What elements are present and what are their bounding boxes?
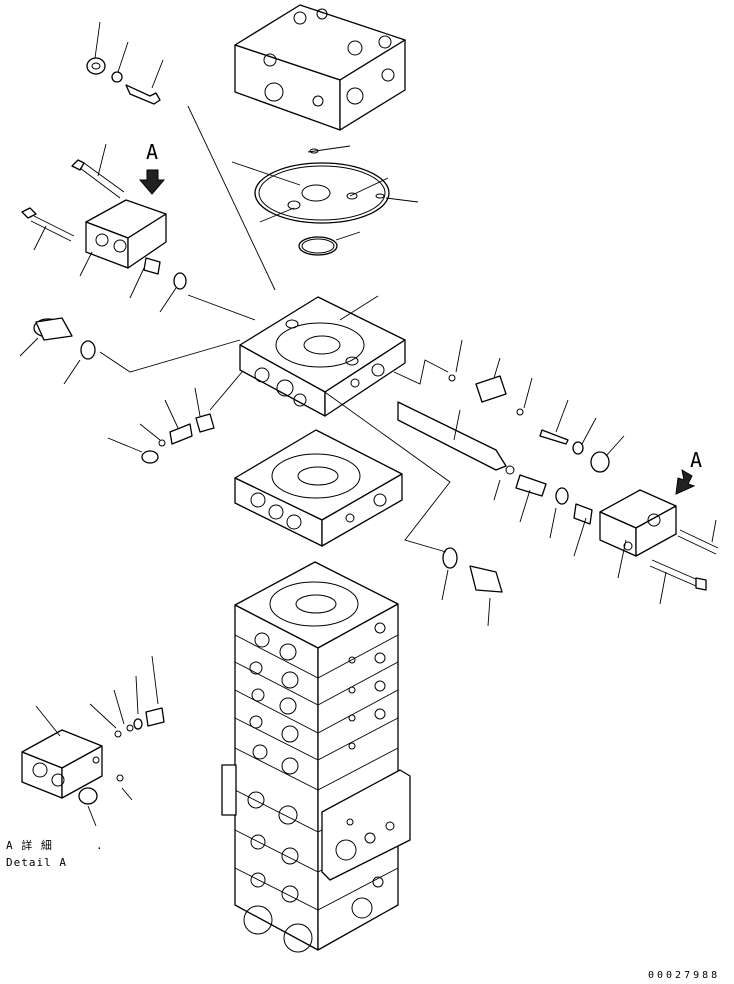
- view-a-label-left: A: [146, 140, 159, 164]
- detail-title-japanese: A 詳 細: [6, 839, 53, 852]
- spool-section-block: [239, 296, 406, 417]
- left-spring-parts: [141, 413, 215, 464]
- view-a-label-right: A: [690, 448, 703, 472]
- detail-title-english: Detail A: [6, 856, 67, 869]
- top-cover-block: [234, 4, 406, 131]
- section-block-2: [234, 429, 403, 547]
- separator-plate: [254, 148, 390, 224]
- o-ring: [298, 236, 338, 256]
- valve-section-stack: [221, 561, 411, 953]
- leader-lines: [19, 21, 717, 827]
- upper-left-parts: [21, 57, 187, 360]
- right-sub-valve-body: [599, 489, 719, 591]
- detail-a-body: [21, 707, 165, 805]
- document-number: 00027988: [648, 970, 721, 981]
- view-arrows: [138, 169, 696, 495]
- detail-title-mark: .: [96, 839, 104, 852]
- spool-parts: [397, 374, 610, 593]
